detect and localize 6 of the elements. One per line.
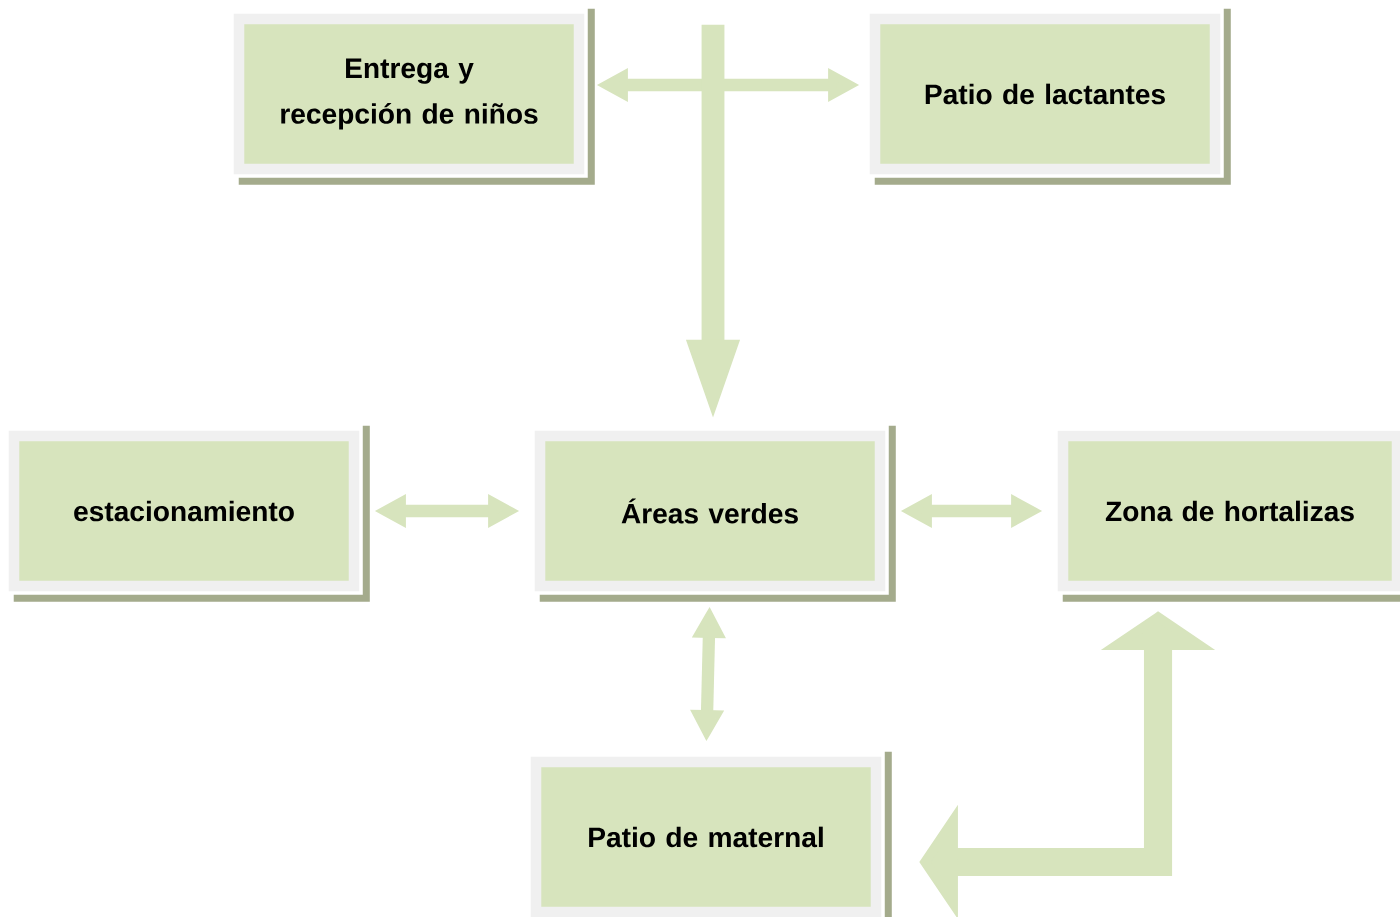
area-box: Patio de maternal — [530, 751, 892, 917]
area-box: Entrega y recepción de niños — [233, 8, 595, 185]
area-box: estacionamiento — [8, 425, 370, 602]
area-box: Áreas verdes — [534, 425, 896, 602]
area-box: Zona de hortalizas — [1057, 425, 1400, 602]
area-box: Patio de lactantes — [869, 8, 1231, 185]
